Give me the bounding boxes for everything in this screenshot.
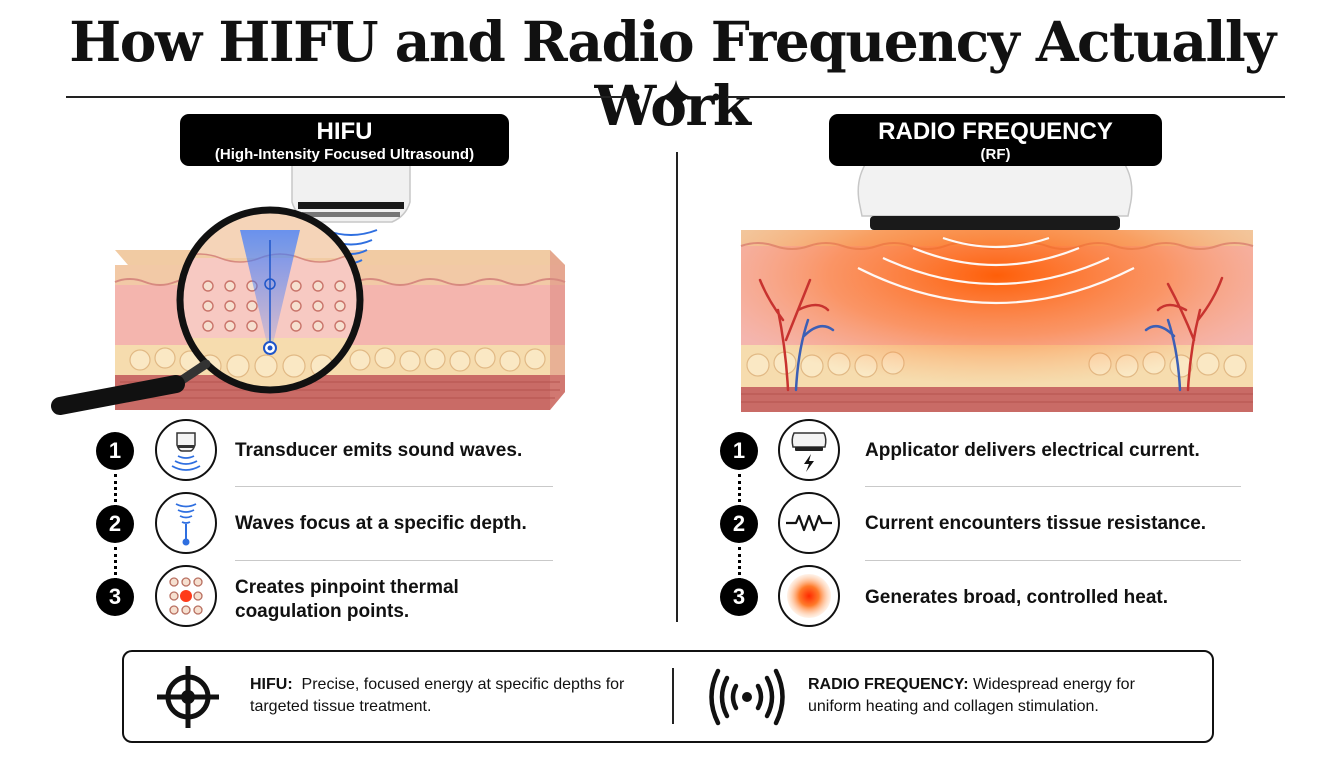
transducer-waves-icon <box>155 419 217 481</box>
summary-hifu: HIFU: Precise, focused energy at specifi… <box>250 674 640 718</box>
hifu-step-connector <box>114 474 117 508</box>
hifu-step-3-text: Creates pinpoint thermal coagulation poi… <box>235 577 459 622</box>
rf-step-separator <box>865 486 1241 487</box>
rf-label-pill: RADIO FREQUENCY (RF) <box>829 114 1162 166</box>
rf-step-2-text: Current encounters tissue resistance. <box>865 513 1207 534</box>
heat-glow-icon <box>778 565 840 627</box>
hifu-skin-illustration <box>51 160 566 415</box>
rf-step-separator <box>865 560 1241 561</box>
hifu-sublabel: (High-Intensity Focused Ultrasound) <box>214 146 475 163</box>
ornament-star-icon <box>632 80 720 114</box>
hifu-step-1-number: 1 <box>96 432 134 470</box>
summary-divider <box>672 668 674 724</box>
crosshair-target-icon <box>157 666 219 728</box>
rf-step-3-number: 3 <box>720 578 758 616</box>
hifu-label: HIFU <box>316 118 373 145</box>
rf-step-connector <box>738 547 741 581</box>
coagulation-points-icon <box>155 565 217 627</box>
rf-step-2-number: 2 <box>720 505 758 543</box>
rf-step-3-text: Generates broad, controlled heat. <box>865 587 1169 608</box>
summary-rf-text: Widespread energy for uniform heating an… <box>808 676 1135 715</box>
hifu-step-3-number: 3 <box>96 578 134 616</box>
summary-rf: RADIO FREQUENCY: Widespread energy for u… <box>808 674 1188 718</box>
hifu-step-2-text: Waves focus at a specific depth. <box>235 513 527 534</box>
rf-step-connector <box>738 474 741 508</box>
center-divider <box>676 152 678 622</box>
rf-step-1-number: 1 <box>720 432 758 470</box>
hifu-step-2-number: 2 <box>96 505 134 543</box>
rf-label: RADIO FREQUENCY <box>878 118 1113 145</box>
header-rule-left <box>66 96 626 98</box>
radio-signal-icon <box>709 668 785 726</box>
hifu-label-pill: HIFU (High-Intensity Focused Ultrasound) <box>180 114 509 166</box>
applicator-lightning-icon <box>778 419 840 481</box>
focused-beam-icon <box>155 492 217 554</box>
summary-box <box>122 650 1214 743</box>
hifu-step-1-text: Transducer emits sound waves. <box>235 440 523 461</box>
hifu-step-separator <box>235 486 553 487</box>
resistor-icon <box>778 492 840 554</box>
summary-hifu-text: Precise, focused energy at specific dept… <box>250 676 625 715</box>
rf-step-1-text: Applicator delivers electrical current. <box>865 440 1200 461</box>
rf-skin-illustration <box>740 160 1254 412</box>
summary-rf-label: RADIO FREQUENCY: <box>808 676 969 693</box>
hifu-step-separator <box>235 560 553 561</box>
hifu-step-connector <box>114 547 117 581</box>
rf-sublabel: (RF) <box>980 146 1011 163</box>
header-rule-right <box>727 96 1285 98</box>
summary-hifu-label: HIFU: <box>250 676 293 693</box>
